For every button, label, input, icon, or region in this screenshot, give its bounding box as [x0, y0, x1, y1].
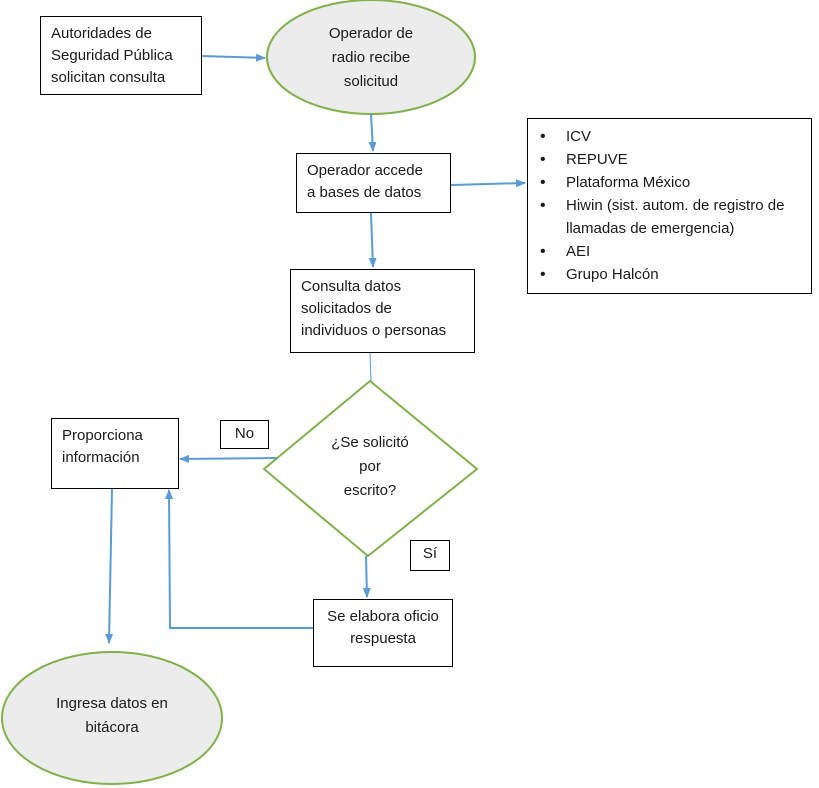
arrow-decision-to-letter	[362, 555, 371, 598]
draft-letter-box: Se elabora oficio respuesta	[313, 599, 453, 667]
yes-label: Sí	[410, 540, 450, 571]
provide-line-2: información	[62, 449, 140, 466]
list-item: REPUVE	[540, 148, 803, 171]
access-line-1: Operador accede	[307, 162, 423, 179]
line-query-to-decision	[369, 352, 372, 382]
arrow-provide-to-log	[105, 488, 114, 644]
log-entry-text: Ingresa datos en bitácora	[56, 695, 168, 736]
access-line-2: a bases de datos	[307, 184, 422, 201]
list-item: Plataforma México	[540, 171, 803, 194]
arrow-radio-to-access	[368, 113, 377, 152]
databases-list: ICV REPUVE Plataforma México Hiwin (sist…	[527, 118, 812, 294]
decision-text: ¿Se solicitó por escrito?	[331, 434, 409, 499]
arrow-access-to-databases	[450, 179, 526, 188]
query-data-box: Consulta datos solicitados de individuos…	[290, 269, 475, 353]
arrow-request-to-radio	[201, 53, 266, 62]
arrow-access-to-query	[368, 212, 377, 268]
query-line-1: Consulta datos	[301, 278, 402, 295]
decision-diamond	[262, 379, 479, 558]
provide-info-box: Proporciona información	[51, 418, 179, 489]
list-item: Grupo Halcón	[540, 263, 803, 286]
request-line-2: Seguridad Pública	[51, 47, 173, 64]
access-databases-box: Operador accede a bases de datos	[296, 153, 451, 213]
request-line-3: solicitan consulta	[51, 69, 166, 86]
query-line-2: solicitados de	[301, 300, 392, 317]
log-entry-ellipse	[1, 651, 223, 785]
letter-line-1: Se elabora oficio	[327, 608, 439, 625]
letter-line-2: respuesta	[350, 630, 416, 647]
list-item: Hiwin (sist. autom. de registro de llama…	[540, 194, 803, 240]
arrow-decision-to-provide	[179, 454, 278, 463]
request-line-1: Autoridades de	[51, 25, 152, 42]
list-item: ICV	[540, 125, 803, 148]
no-label: No	[220, 420, 269, 449]
radio-operator-text: Operador de radio recibe solicitud	[328, 25, 414, 90]
list-item: AEI	[540, 240, 803, 263]
provide-line-1: Proporciona	[62, 427, 143, 444]
query-line-3: individuos o personas	[301, 322, 447, 339]
request-box: Autoridades de Seguridad Pública solicit…	[40, 16, 202, 95]
arrow-letter-to-provide	[165, 489, 313, 629]
